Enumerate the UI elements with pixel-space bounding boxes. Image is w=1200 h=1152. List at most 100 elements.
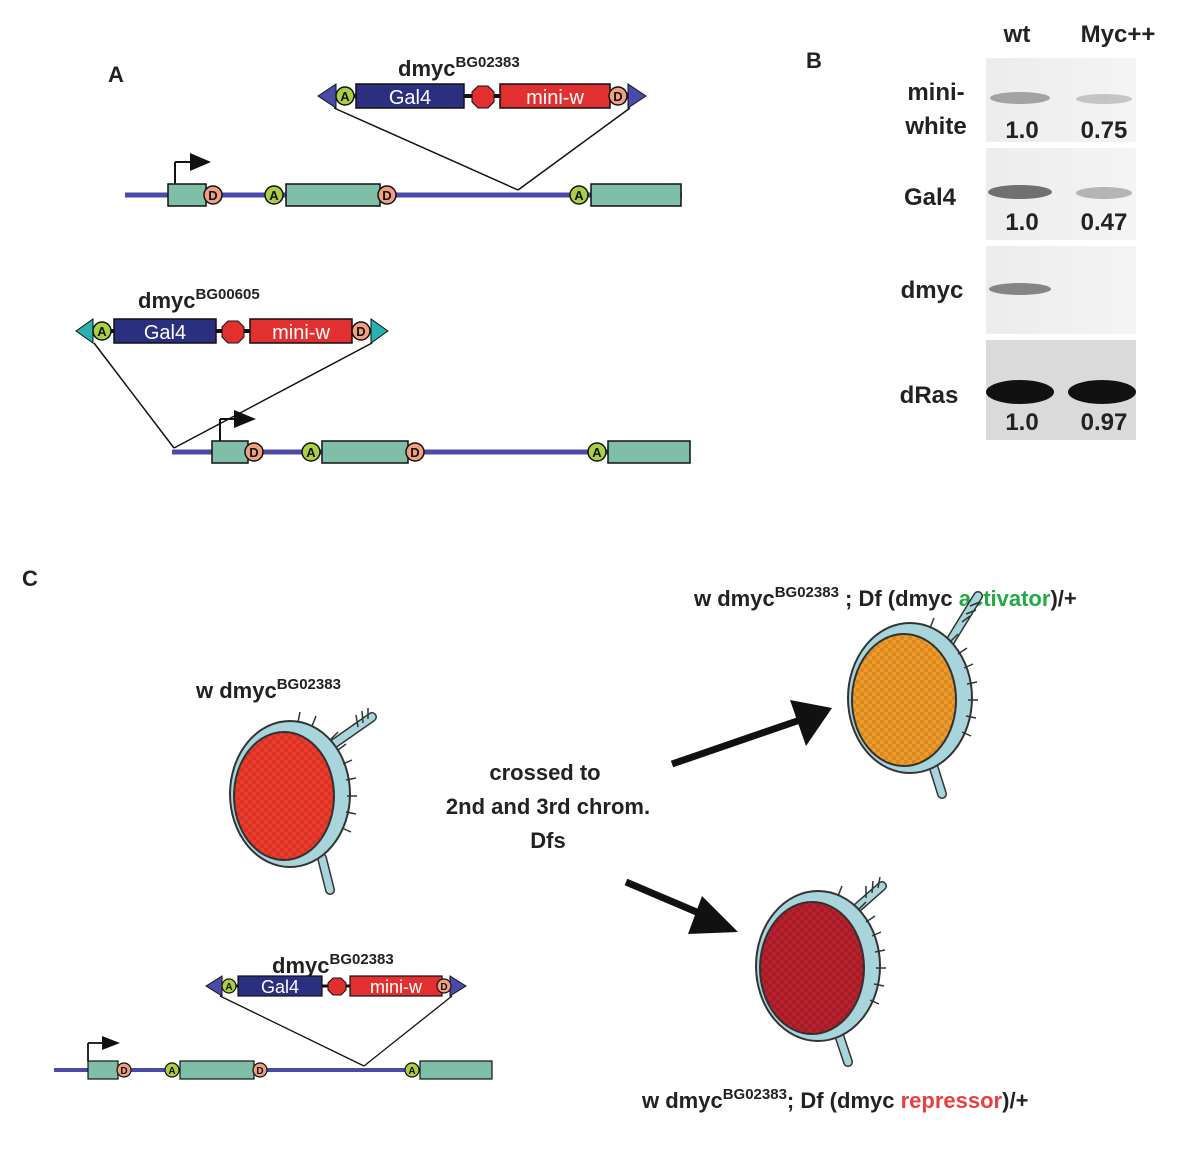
svg-text:D: D [613,89,622,104]
blot-row-label: mini- [907,79,964,106]
parent-genotype-label: w dmycBG02383 [195,676,341,703]
panel-a-label: A [108,62,124,87]
miniw-box [249,318,353,344]
acceptor-site [301,442,321,462]
svg-text:D: D [120,1066,127,1077]
acceptor-site [569,185,589,205]
insertion-element-c: A Gal4 mini-w D [205,975,467,997]
construct-title-top: dmycBG02383 [398,54,520,81]
svg-text:A: A [269,188,279,203]
gal4-box [355,83,465,109]
gal4-label: Gal4 [389,87,431,109]
svg-text:D: D [410,445,419,460]
donor-site [608,86,628,106]
donor-site [116,1062,132,1078]
acceptor-site [264,185,284,205]
svg-text:A: A [97,324,107,339]
exon [285,183,381,207]
donor-site [436,978,452,994]
blot-column-header: Myc++ [1081,21,1156,48]
insertion-line-c-left [219,995,365,1067]
donor-site [405,442,425,462]
insertion-line-top-right [517,107,631,191]
blot-value: 0.97 [1081,409,1128,436]
svg-text:A: A [306,445,316,460]
cross-text: Dfs [530,828,565,853]
construct-title-bottom: dmycBG00605 [138,286,260,313]
panel-c-label: C [22,566,38,591]
blot-value: 1.0 [1005,117,1038,144]
acceptor-site [221,978,237,994]
svg-text:D: D [256,1066,263,1077]
terminal-left [317,83,337,109]
terminal-left [75,318,94,344]
eye-bristles [837,885,886,1005]
arrow-to-activator [670,700,832,768]
insertion-line-bottom-right [173,342,373,449]
acceptor-site [404,1062,420,1078]
cross-text: crossed to [489,760,600,785]
exon [607,440,691,464]
blot-row-label: Gal4 [904,184,957,211]
blot-row-label: dmyc [901,277,964,304]
blot-band [1076,187,1132,199]
blot-band [989,283,1051,295]
transcription-start-arrow [102,1036,120,1050]
miniw-label: mini-w [526,87,584,109]
terminal-left [205,975,223,997]
donor-site [351,321,371,341]
miniw-label: mini-w [272,322,330,344]
blot-row-label: dRas [900,382,959,409]
blot-value: 1.0 [1005,409,1038,436]
svg-text:D: D [382,188,391,203]
insertion-line-top-left [333,107,519,191]
gene-structure-top: D A D A [125,153,682,207]
eye-red [229,708,377,895]
acceptor-site [164,1062,180,1078]
svg-text:A: A [340,89,350,104]
exon [590,183,682,207]
svg-text:D: D [356,324,365,339]
insertion-line-c-right [363,995,453,1067]
arrow-to-repressor [624,878,738,934]
svg-text:A: A [408,1066,415,1077]
construct-title-c: dmycBG02383 [272,951,394,978]
svg-text:D: D [440,982,447,993]
donor-site [377,185,397,205]
gal4-label: Gal4 [261,977,299,997]
eye-darkred [755,876,887,1067]
insertion-line-bottom-left [93,342,175,449]
gal4-label: Gal4 [144,322,186,344]
exon [87,1060,119,1080]
eye-bristles [929,617,978,737]
terminal-right [449,975,467,997]
miniw-label: mini-w [370,977,423,997]
blot-value: 0.47 [1081,209,1128,236]
blot-band [986,380,1054,404]
transcription-start-arrow [190,153,211,171]
insertion-element-top: A Gal4 mini-w D [317,83,647,109]
svg-text:D: D [249,445,258,460]
svg-text:A: A [574,188,584,203]
blot-band [1068,380,1136,404]
transcription-start-arrow [234,410,256,428]
acceptor-site [92,321,112,341]
eye-bristles [297,711,357,833]
activator-genotype-label: w dmycBG02383 ; Df (dmyc activator)/+ [693,584,1077,611]
donor-site [203,185,223,205]
exon [179,1060,255,1080]
stop-octagon [221,320,245,344]
svg-text:A: A [592,445,602,460]
blot-band [988,185,1052,199]
exon [167,183,207,207]
gene-structure-c: D A D A [54,1036,493,1080]
blot-band [1076,94,1132,104]
cross-text: 2nd and 3rd chrom. [446,794,650,819]
exon [211,440,249,464]
blot-band [990,92,1050,104]
terminal-right [370,318,389,344]
blot-value: 1.0 [1005,209,1038,236]
stop-octagon [327,977,347,996]
blot-row-label: white [904,113,966,140]
